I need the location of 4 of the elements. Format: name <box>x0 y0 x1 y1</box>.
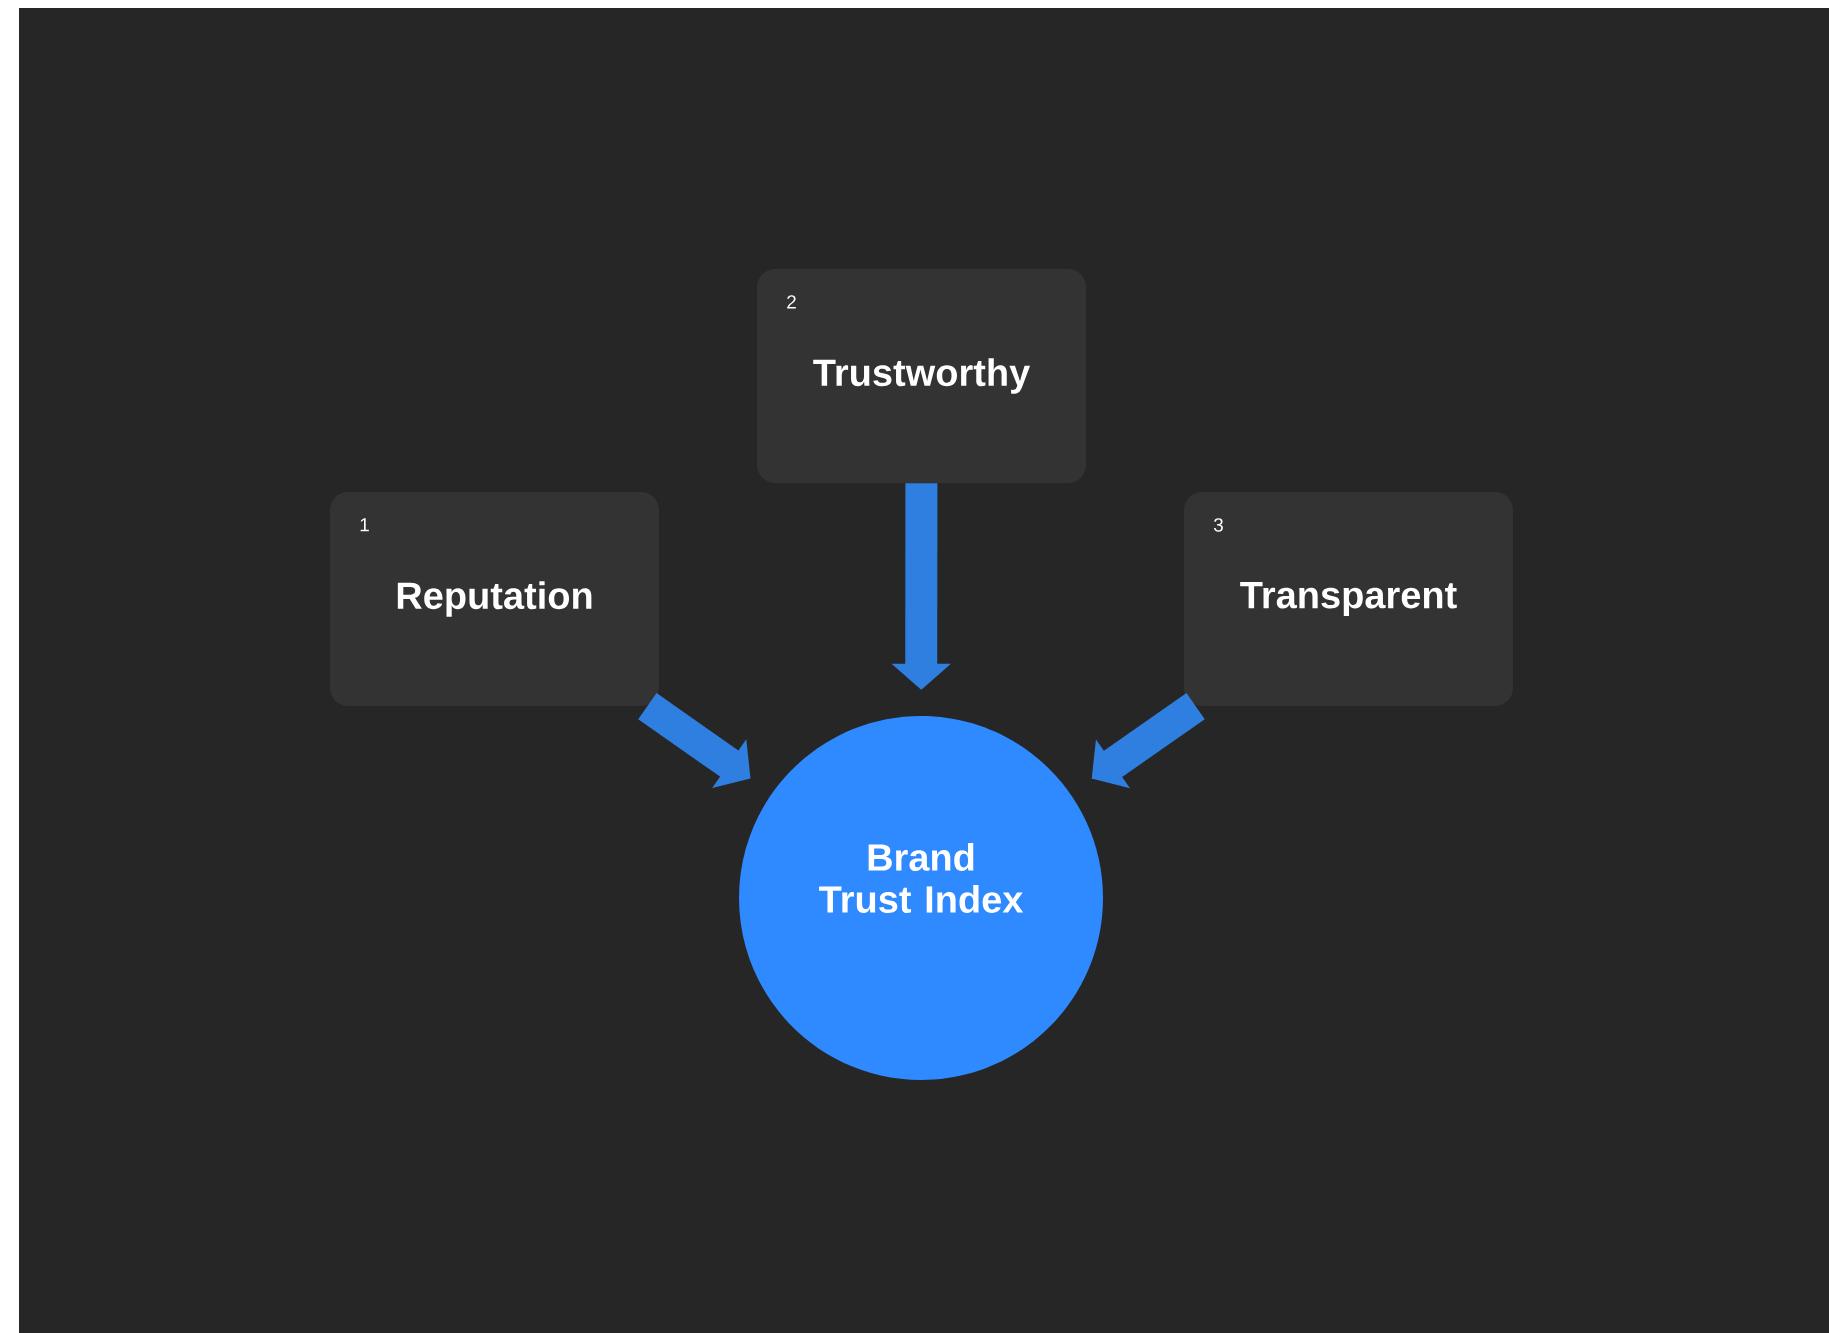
card: 1 Reputation <box>330 492 659 706</box>
card: 3 Transparent <box>1184 492 1513 706</box>
card: 2 Trustworthy <box>757 269 1086 483</box>
arrow <box>1091 693 1205 789</box>
